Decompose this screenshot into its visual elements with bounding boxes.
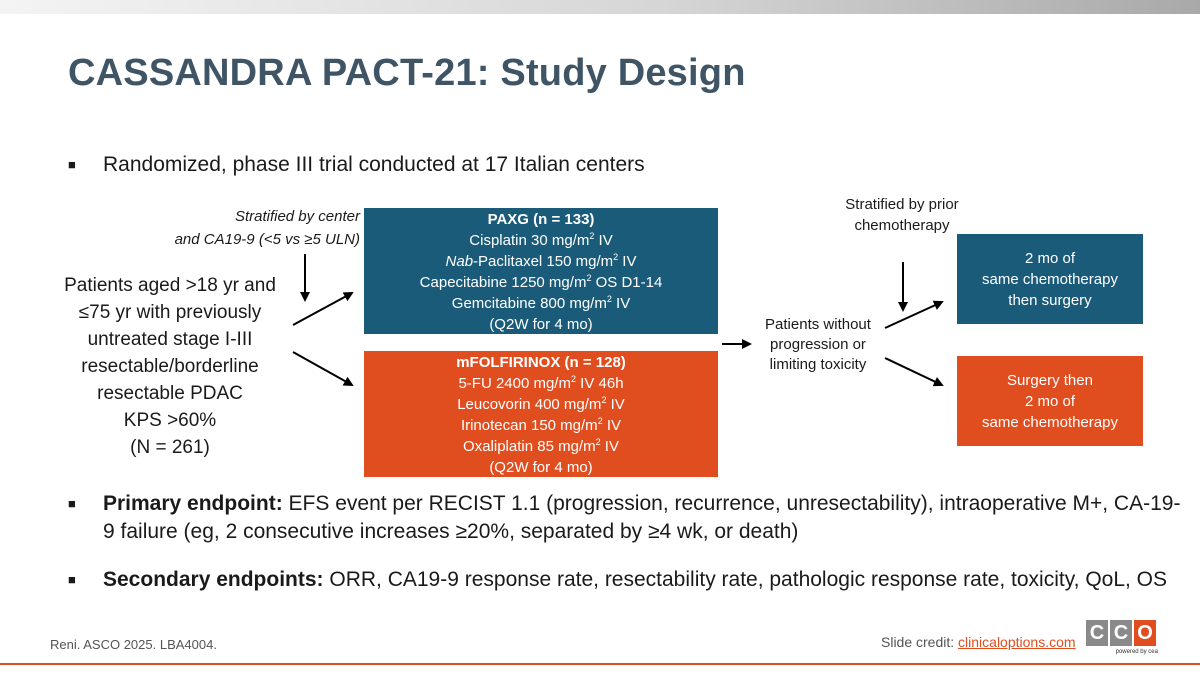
top-gradient-bar (0, 0, 1200, 14)
patients-line: untreated stage I-III (87, 329, 253, 350)
slide-title: CASSANDRA PACT-21: Study Design (68, 52, 746, 94)
outcome-2-line: same chemotherapy (982, 413, 1118, 431)
arm-mfolfirinox-schedule: (Q2W for 4 mo) (489, 459, 593, 476)
arm-paxg-box: PAXG (n = 133) Cisplatin 30 mg/m2 IV Nab… (364, 208, 718, 334)
stratification-chemo-line: Stratified by prior (845, 196, 959, 213)
patients-line: KPS >60% (123, 410, 217, 431)
arm-mfolfirinox-drug: 5-FU 2400 mg/m2 IV 46h (458, 374, 624, 393)
bullet-square-icon: ■ (68, 157, 76, 172)
arm-paxg-drug: Cisplatin 30 mg/m2 IV (469, 231, 613, 250)
arm-mfolfirinox-title: mFOLFIRINOX (n = 128) (456, 354, 626, 371)
arm-mfolfirinox-drug: Oxaliplatin 85 mg/m2 IV (463, 437, 619, 456)
stratification-center-line: Stratified by center (234, 208, 360, 225)
citation: Reni. ASCO 2025. LBA4004. (50, 637, 217, 652)
arrow-to-outcome-2 (884, 357, 944, 387)
bullet-secondary-endpoints: ■ Secondary endpoints: ORR, CA19-9 respo… (68, 566, 1183, 594)
patients-line: ≤75 yr with previously (78, 302, 262, 323)
outcome-1-line: 2 mo of (1024, 249, 1076, 267)
slide-credit-link[interactable]: clinicaloptions.com (958, 634, 1076, 650)
arm-paxg-drug: Capecitabine 1250 mg/m2 OS D1-14 (419, 273, 663, 292)
outcome-2-line: 2 mo of (1024, 392, 1076, 410)
slide-credit: Slide credit: clinicaloptions.com (881, 634, 1076, 650)
logo-letter: C (1086, 620, 1108, 646)
outcome-1-line: same chemotherapy (982, 270, 1118, 288)
primary-endpoint-label: Primary endpoint: (103, 492, 283, 515)
logo-letter: O (1134, 620, 1156, 646)
outcome-2-line: Surgery then (1007, 371, 1093, 389)
arm-mfolfirinox-drug: Leucovorin 400 mg/m2 IV (457, 395, 625, 414)
arm-paxg-drug: Nab-Paclitaxel 150 mg/m2 IV (445, 252, 637, 271)
arm-paxg-drug: Gemcitabine 800 mg/m2 IV (451, 294, 631, 313)
patients-line: (N = 261) (130, 437, 210, 458)
bullet-intro: ■ Randomized, phase III trial conducted … (68, 151, 1183, 179)
stratification-chemo-note: Stratified by prior chemotherapy (822, 194, 982, 236)
arm-paxg-schedule: (Q2W for 4 mo) (489, 316, 593, 333)
bullet-intro-text: Randomized, phase III trial conducted at… (103, 153, 645, 176)
arm-mfolfirinox-drug: Irinotecan 150 mg/m2 IV (460, 416, 622, 435)
secondary-endpoints-text: Secondary endpoints: ORR, CA19-9 respons… (103, 566, 1183, 594)
bullet-square-icon: ■ (68, 496, 76, 511)
bullet-primary-endpoint: ■ Primary endpoint: EFS event per RECIST… (68, 490, 1183, 546)
logo-letter: C (1110, 620, 1132, 646)
arm-mfolfirinox-box: mFOLFIRINOX (n = 128) 5-FU 2400 mg/m2 IV… (364, 351, 718, 477)
patient-population: Patients aged >18 yr and ≤75 yr with pre… (50, 272, 290, 461)
patients-line: resectable PDAC (97, 383, 243, 404)
cco-logo: C C O powered by cea (1086, 620, 1158, 662)
outcome-surgery-then-chemo-box: Surgery then 2 mo of same chemotherapy (957, 356, 1143, 446)
arrow-to-mfolfirinox (292, 351, 354, 386)
stratification-center-note: Stratified by center and CA19-9 (<5 vs ≥… (140, 205, 360, 251)
slide-credit-prefix: Slide credit: (881, 634, 959, 650)
progression-line: limiting toxicity (769, 356, 867, 373)
bullet-square-icon: ■ (68, 572, 76, 587)
arrow-to-paxg (292, 292, 354, 326)
arm-paxg-title: PAXG (n = 133) (487, 211, 595, 228)
outcome-1-line: then surgery (1008, 291, 1092, 309)
bottom-accent-line (0, 663, 1200, 665)
patients-line: Patients aged >18 yr and (64, 275, 276, 296)
secondary-endpoints-label: Secondary endpoints: (103, 568, 324, 591)
progression-line: Patients without (765, 316, 871, 333)
arrow-to-outcome-1 (884, 300, 944, 329)
outcome-chemo-then-surgery-box: 2 mo of same chemotherapy then surgery (957, 234, 1143, 324)
stratification-ca199-line: and CA19-9 (<5 vs ≥5 ULN) (174, 231, 360, 248)
stratification-chemo-line: chemotherapy (854, 217, 950, 234)
primary-endpoint-text: Primary endpoint: EFS event per RECIST 1… (103, 490, 1183, 546)
secondary-endpoints-body: ORR, CA19-9 response rate, resectability… (323, 568, 1168, 591)
logo-powered-by: powered by cea (1115, 649, 1158, 655)
progression-line: progression or (770, 336, 866, 353)
primary-endpoint-body: EFS event per RECIST 1.1 (progression, r… (103, 492, 1181, 543)
patients-line: resectable/borderline (81, 356, 259, 377)
progression-note: Patients without progression or limiting… (748, 315, 888, 375)
